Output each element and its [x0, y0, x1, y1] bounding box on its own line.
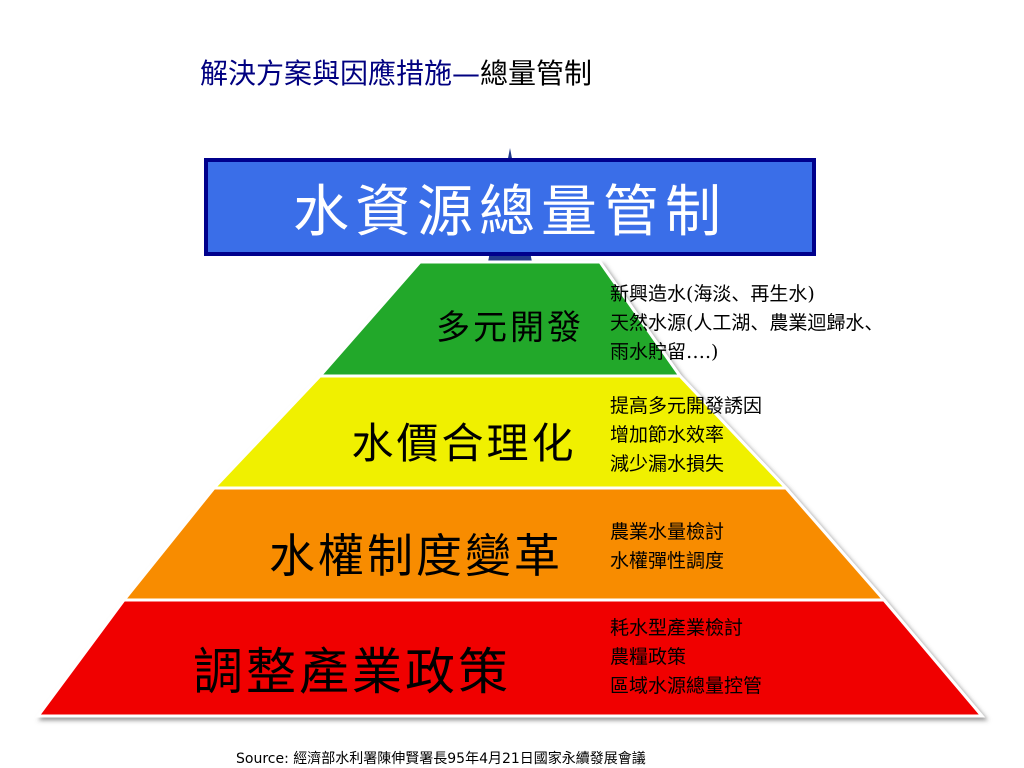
tier-label-diversified-development: 多元開發	[436, 308, 584, 348]
source-prefix: Source:	[236, 751, 294, 767]
note-line: 農糧政策	[610, 646, 687, 668]
apex-box: 水資源總量管制	[204, 158, 816, 256]
title-dash: —	[452, 57, 481, 90]
tier-label-water-pricing: 水價合理化	[351, 419, 577, 468]
note-line: 農業水量檢討	[610, 521, 725, 543]
slide-title: 解決方案與因應措施—總量管制	[200, 52, 592, 92]
tier-notes-industrial-policy: 耗水型產業檢討 農糧政策 區域水源總量控管	[610, 614, 762, 701]
apex-label: 水資源總量管制	[293, 179, 727, 245]
tier-label-water-rights: 水權制度變革	[269, 529, 563, 583]
tier-notes-water-rights: 農業水量檢討 水權彈性調度	[610, 518, 724, 576]
tier-notes-water-pricing: 提高多元開發誘因 增加節水效率 減少漏水損失	[610, 392, 762, 479]
title-rest: 總量管制	[480, 57, 593, 90]
note-line: 減少漏水損失	[610, 453, 725, 475]
source-text: 經濟部水利署陳伸賢署長95年4月21日國家永續發展會議	[293, 751, 646, 767]
note-line: 新興造水(海淡、再生水)	[610, 283, 815, 305]
note-line: 區域水源總量控管	[610, 675, 763, 697]
note-line: 增加節水效率	[610, 424, 725, 446]
note-line: 提高多元開發誘因	[610, 395, 763, 417]
note-line: 水權彈性調度	[610, 550, 725, 572]
note-line: 雨水貯留….)	[610, 341, 719, 363]
source-citation: Source: 經濟部水利署陳伸賢署長95年4月21日國家永續發展會議	[236, 748, 646, 768]
note-line: 天然水源(人工湖、農業迴歸水、	[610, 312, 884, 334]
title-main: 解決方案與因應措施	[200, 57, 453, 90]
note-line: 耗水型產業檢討	[610, 617, 744, 639]
tier-label-industrial-policy: 調整產業政策	[193, 643, 511, 701]
tier-band-industrial-policy	[35, 598, 986, 718]
tier-notes-diversified-development: 新興造水(海淡、再生水) 天然水源(人工湖、農業迴歸水、 雨水貯留….)	[610, 280, 883, 367]
